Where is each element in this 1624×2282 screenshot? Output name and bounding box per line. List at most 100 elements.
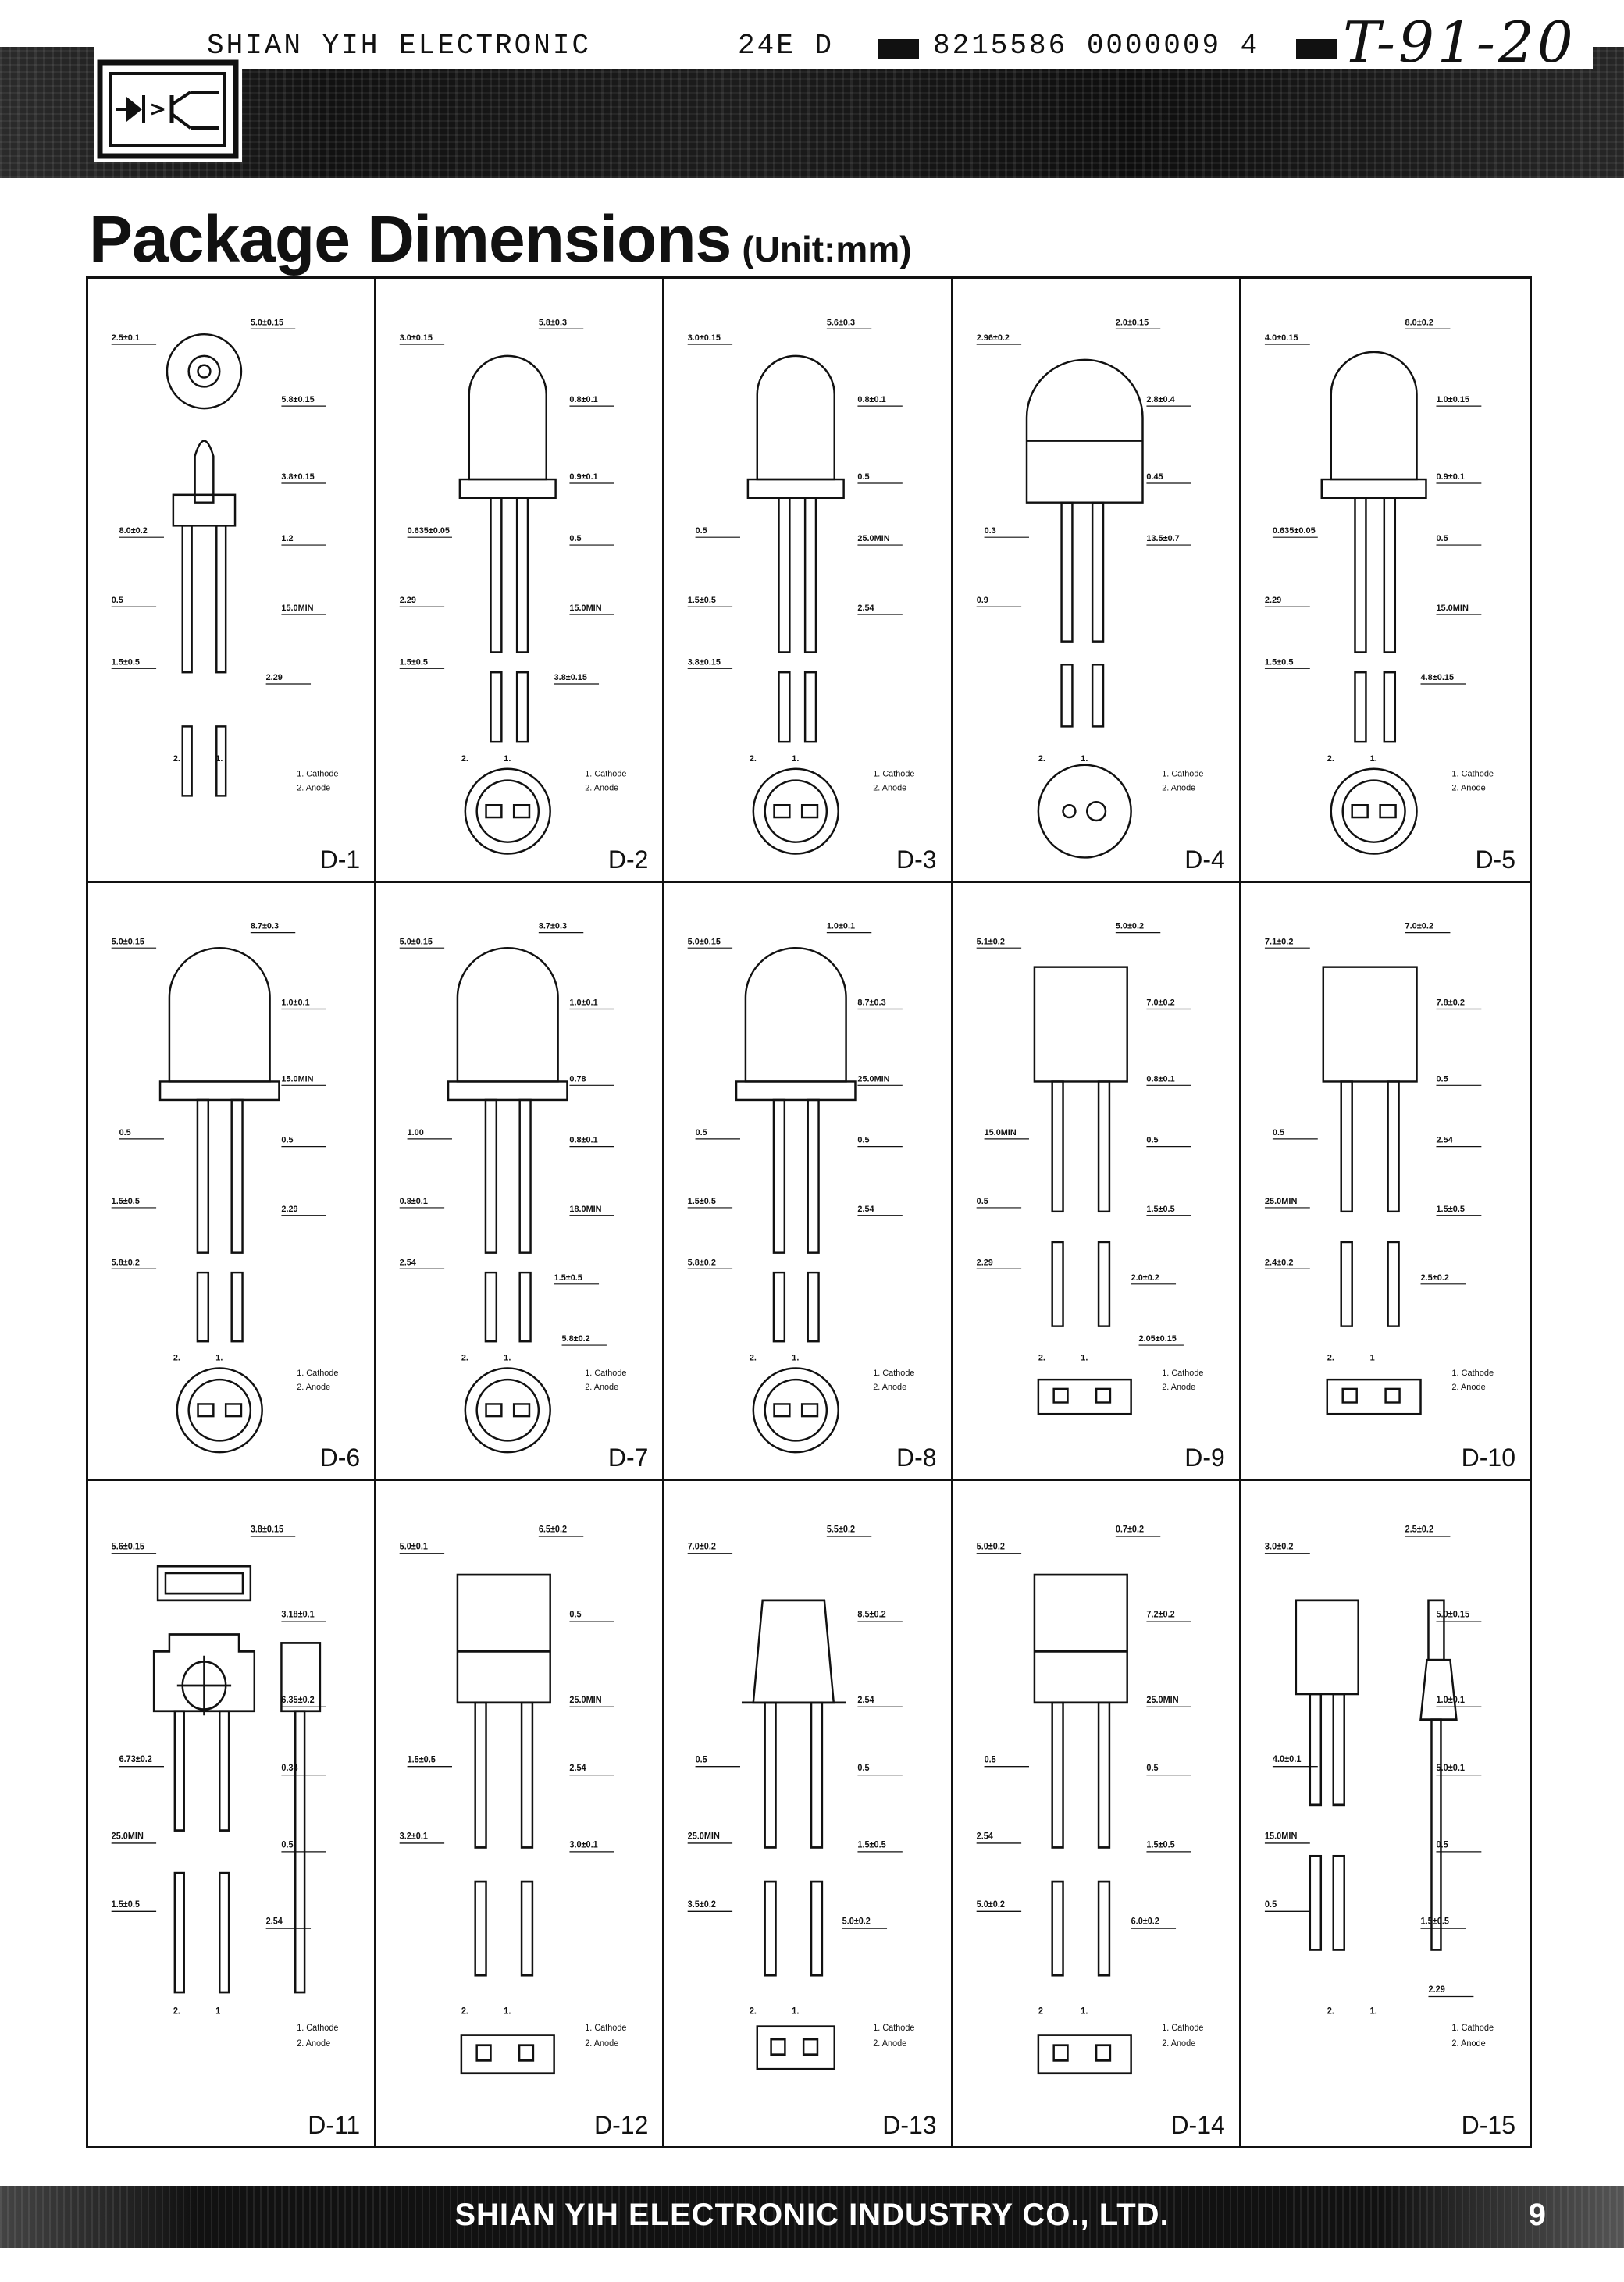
header-code2: 8215586 0000009 4 bbox=[933, 30, 1260, 62]
dimension-label: 2.54 bbox=[976, 1832, 993, 1842]
pin-legend: 2. Anode bbox=[1162, 2039, 1195, 2049]
package-id: D-11 bbox=[308, 2110, 361, 2139]
dimension-label: 1.5±0.5 bbox=[112, 1900, 141, 1910]
dimension-label: 2.4±0.2 bbox=[1265, 1258, 1294, 1268]
pin-label: 2. bbox=[173, 754, 180, 764]
dimension-label: 0.8±0.1 bbox=[400, 1197, 428, 1206]
dimension-label: 2.29 bbox=[400, 596, 416, 605]
dimension-label: 25.0MIN bbox=[112, 1832, 144, 1842]
pin-legend: 1. Cathode bbox=[874, 2024, 915, 2034]
dimension-label: 25.0MIN bbox=[1146, 1696, 1178, 1706]
dimension-label: 2.0±0.15 bbox=[1115, 318, 1148, 327]
dimension-label: 3.0±0.2 bbox=[1265, 1542, 1294, 1552]
dimension-label: 1.0±0.1 bbox=[570, 999, 598, 1008]
dimension-label: 3.2±0.1 bbox=[400, 1832, 429, 1842]
package-drawing: 3.0±0.155.6±0.30.8±0.10.50.525.0MIN1.5±0… bbox=[688, 318, 915, 855]
footer-company: SHIAN YIH ELECTRONIC INDUSTRY CO., LTD. bbox=[454, 2198, 1170, 2232]
dimension-label: 0.5 bbox=[1265, 1900, 1277, 1910]
dimension-label: 2.54 bbox=[858, 1696, 875, 1706]
dimension-label: 4.0±0.1 bbox=[1273, 1755, 1302, 1765]
dimension-label: 1.00 bbox=[408, 1128, 424, 1137]
dimension-label: 18.0MIN bbox=[570, 1205, 602, 1214]
dimension-label: 2.29 bbox=[281, 1205, 297, 1214]
dimension-label: 13.5±0.7 bbox=[1146, 534, 1179, 543]
header-mark-1 bbox=[878, 39, 919, 59]
package-id: D-8 bbox=[896, 1444, 937, 1472]
package-drawing: 2.5±0.15.0±0.155.8±0.153.8±0.158.0±0.21.… bbox=[112, 318, 338, 797]
dimension-label: 0.9±0.1 bbox=[570, 472, 598, 482]
package-drawing: 2.96±0.22.0±0.152.8±0.40.450.313.5±0.70.… bbox=[976, 318, 1203, 859]
dimension-label: 25.0MIN bbox=[570, 1696, 602, 1706]
dimension-label: 0.7±0.2 bbox=[1115, 1525, 1143, 1536]
dimension-label: 5.0±0.15 bbox=[112, 937, 144, 946]
dimension-label: 0.5 bbox=[696, 1128, 707, 1137]
dimension-label: 0.9±0.1 bbox=[1436, 472, 1464, 482]
pin-label: 2. bbox=[173, 2006, 180, 2017]
dimension-label: 5.1±0.2 bbox=[976, 937, 1004, 946]
dimension-label: 0.5 bbox=[1273, 1128, 1284, 1137]
dimension-label: 2.54 bbox=[858, 1205, 874, 1214]
pin-legend: 1. Cathode bbox=[874, 1369, 915, 1378]
dimension-label: 1.5±0.5 bbox=[1420, 1917, 1449, 1928]
dimension-label: 15.0MIN bbox=[1436, 603, 1469, 613]
pin-legend: 1. Cathode bbox=[1162, 2024, 1203, 2034]
dimension-label: 1.0±0.1 bbox=[827, 922, 855, 931]
footer-band bbox=[0, 2186, 1624, 2248]
pin-legend: 1. Cathode bbox=[297, 2024, 338, 2034]
dimension-label: 5.8±0.2 bbox=[112, 1258, 140, 1267]
dimension-label: 7.1±0.2 bbox=[1265, 937, 1294, 946]
pin-legend: 2. Anode bbox=[297, 1383, 330, 1392]
dimension-label: 6.73±0.2 bbox=[119, 1755, 152, 1765]
package-drawing: 5.0±0.151.0±0.18.7±0.325.0MIN0.50.51.5±0… bbox=[688, 922, 915, 1454]
pin-legend: 1. Cathode bbox=[1451, 2024, 1494, 2034]
dimension-label: 5.8±0.2 bbox=[688, 1258, 716, 1267]
pin-label: 1. bbox=[215, 1354, 223, 1363]
pin-label: 2 bbox=[1038, 2006, 1042, 2017]
dimension-label: 5.0±0.2 bbox=[976, 1900, 1004, 1910]
pin-label: 1. bbox=[1081, 754, 1088, 764]
dimension-label: 1.5±0.5 bbox=[1146, 1205, 1174, 1214]
pin-legend: 2. Anode bbox=[1451, 2039, 1485, 2049]
pin-label: 1. bbox=[792, 2006, 800, 2017]
pin-legend: 2. Anode bbox=[585, 1383, 618, 1392]
dimension-label: 15.0MIN bbox=[984, 1128, 1016, 1137]
dimension-label: 0.5 bbox=[858, 1764, 871, 1774]
pin-label: 1. bbox=[1081, 1354, 1088, 1363]
pin-label: 2. bbox=[1038, 754, 1045, 764]
dimension-label: 5.0±0.1 bbox=[400, 1542, 429, 1552]
header-code1: 24E D bbox=[738, 30, 835, 62]
pin-label: 2. bbox=[750, 754, 757, 764]
dimension-label: 0.5 bbox=[858, 1136, 870, 1145]
dimension-label: 15.0MIN bbox=[281, 1075, 313, 1084]
dimension-label: 3.0±0.1 bbox=[570, 1840, 599, 1850]
dimension-label: 3.5±0.2 bbox=[688, 1900, 716, 1910]
dimension-label: 0.38 bbox=[281, 1764, 298, 1774]
package-id: D-2 bbox=[607, 846, 649, 874]
package-drawing: 3.0±0.22.5±0.25.0±0.151.0±0.14.0±0.15.0±… bbox=[1264, 1525, 1494, 2049]
dimension-label: 2.29 bbox=[1428, 1985, 1444, 1995]
pin-label: 1 bbox=[1369, 1354, 1374, 1363]
dimension-label: 1.2 bbox=[281, 534, 293, 543]
dimension-label: 7.0±0.2 bbox=[1146, 999, 1174, 1008]
header-handwritten-note: T-91-20 bbox=[1343, 9, 1576, 75]
dimension-label: 5.6±0.3 bbox=[827, 318, 855, 327]
dimension-label: 5.8±0.15 bbox=[281, 395, 314, 404]
pin-legend: 1. Cathode bbox=[1451, 770, 1494, 779]
dimension-label: 0.5 bbox=[858, 472, 870, 482]
dimension-label: 0.5 bbox=[1436, 1840, 1448, 1850]
package-drawing: 5.1±0.25.0±0.27.0±0.20.8±0.115.0MIN0.50.… bbox=[976, 922, 1203, 1415]
dimension-label: 2.29 bbox=[1265, 596, 1281, 605]
dimension-label: 1.0±0.1 bbox=[281, 999, 309, 1008]
pin-label: 2. bbox=[750, 1354, 757, 1363]
dimension-label: 8.7±0.3 bbox=[539, 922, 567, 931]
dimension-label: 1.5±0.5 bbox=[1436, 1205, 1465, 1214]
dimension-label: 1.0±0.1 bbox=[1436, 1696, 1465, 1706]
pin-label: 2. bbox=[461, 1354, 468, 1363]
